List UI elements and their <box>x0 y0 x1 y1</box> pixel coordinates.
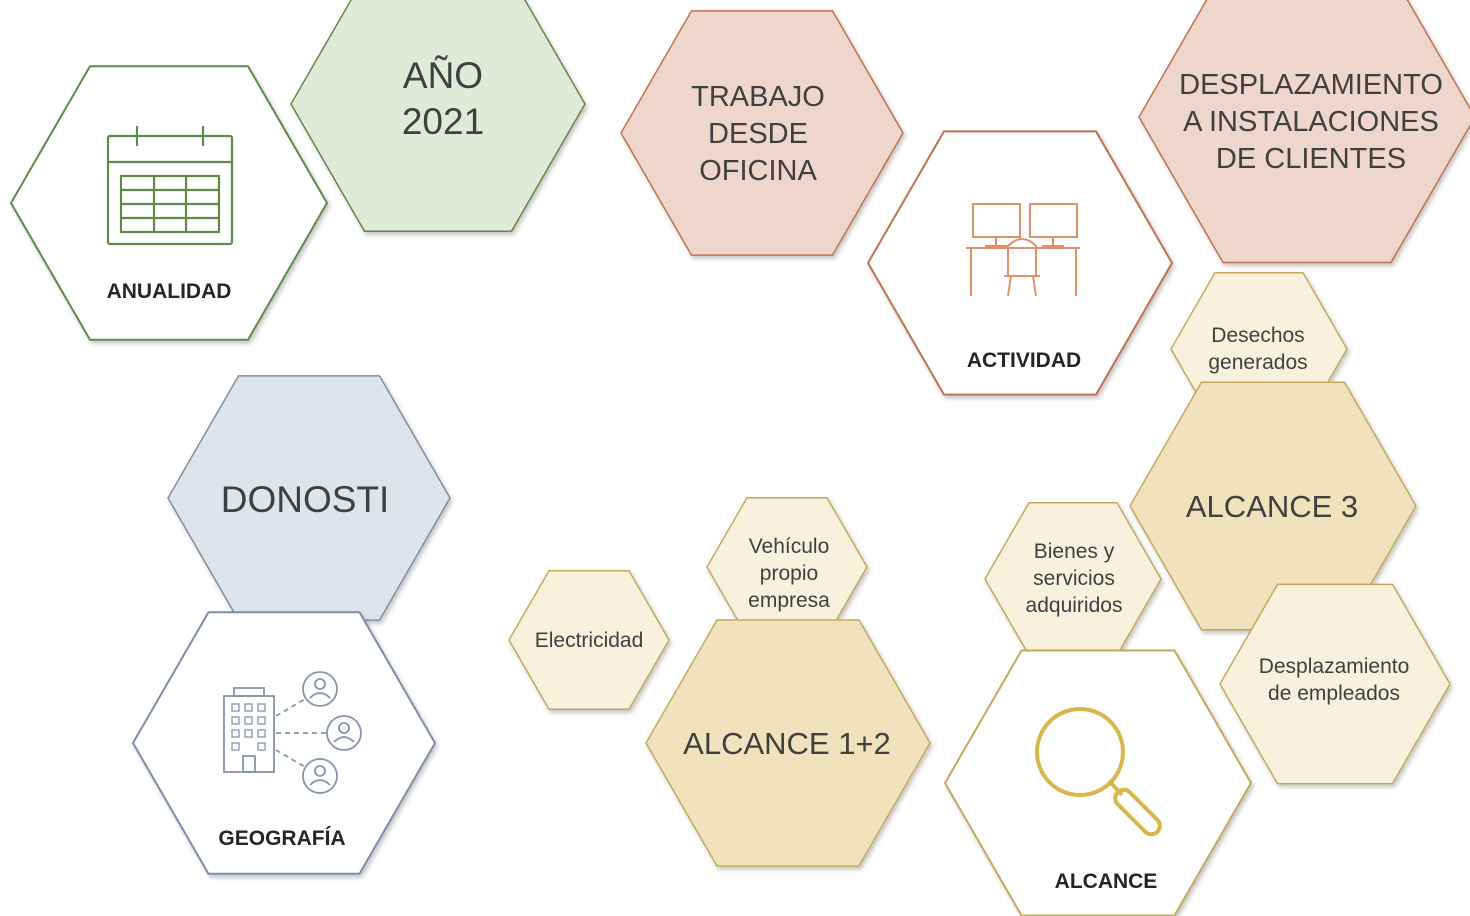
desplazamiento-empleados-text: Desplazamiento de empleados <box>1259 655 1410 705</box>
vehiculo-propio-text-line: Vehículo <box>749 535 830 558</box>
trabajo-desde-oficina-text-line: OFICINA <box>699 155 817 187</box>
actividad-label: ACTIVIDAD <box>967 349 1081 372</box>
trabajo-desde-oficina-text-line: DESDE <box>708 118 808 150</box>
bienes-servicios-text-line: servicios <box>1033 567 1115 590</box>
hex-desplazamiento-empleados <box>1219 583 1451 785</box>
calendar-icon <box>106 126 234 246</box>
vehiculo-propio-text: Vehículo propio empresa <box>748 535 830 612</box>
bienes-servicios-text-line: Bienes y <box>1034 540 1115 563</box>
trabajo-desde-oficina-text: TRABAJO DESDE OFICINA <box>691 81 825 187</box>
magnifier-icon <box>1035 707 1162 837</box>
hex-actividad <box>866 130 1174 396</box>
hex-ano-2021 <box>290 0 586 233</box>
bienes-servicios-text: Bienes y servicios adquiridos <box>1026 540 1123 617</box>
desplazamiento-empleados-text-line: de empleados <box>1268 682 1400 705</box>
building-network-icon <box>223 671 362 794</box>
hex-alcance3 <box>1129 381 1417 631</box>
vehiculo-propio-text-line: propio <box>760 562 818 585</box>
actividad-group: TRABAJO DESDE OFICINA DESPLAZAMIENTO A INST… <box>620 0 1470 396</box>
geografia-group: DONOSTI GEOGRAFÍA <box>131 375 451 875</box>
geografia-label: GEOGRAFÍA <box>218 827 345 850</box>
vehiculo-propio-text-line: empresa <box>748 589 830 612</box>
desplazamiento-empleados-text-line: Desplazamiento <box>1259 655 1410 678</box>
ano-2021-text: AÑO 2021 <box>402 55 484 142</box>
alcance3-text: ALCANCE 3 <box>1186 489 1358 524</box>
electricidad-text: Electricidad <box>535 629 644 652</box>
hex-alcance12 <box>645 619 931 867</box>
desplazamiento-clientes-text: DESPLAZAMIENTO A INSTALACIONES DE CLIENTES <box>1179 69 1443 175</box>
bienes-servicios-text-line: adquiridos <box>1026 594 1123 617</box>
building-windows <box>231 703 266 751</box>
ano-2021-text-line: 2021 <box>402 101 484 142</box>
office-desks-icon <box>966 203 1080 297</box>
alcance-label: ALCANCE <box>1055 870 1158 893</box>
ano-2021-text-line: AÑO <box>403 55 483 96</box>
desechos-text: Desechos generados <box>1208 324 1307 374</box>
desplazamiento-clientes-text-line: DESPLAZAMIENTO <box>1179 69 1443 101</box>
donosti-text: DONOSTI <box>221 479 390 520</box>
anualidad-group: ANUALIDAD AÑO 2021 <box>9 0 586 341</box>
alcance12-text: ALCANCE 1+2 <box>683 726 891 761</box>
hex-electricidad <box>508 569 670 711</box>
desplazamiento-clientes-text-line: DE CLIENTES <box>1216 143 1406 175</box>
hex-geografia <box>131 611 437 875</box>
hex-trabajo-desde-oficina <box>620 10 904 256</box>
hex-desplazamiento-clientes <box>1138 0 1470 264</box>
desechos-text-line: Desechos <box>1211 324 1304 347</box>
anualidad-label: ANUALIDAD <box>107 280 232 303</box>
alcance-group: Electricidad Vehículo propio empresa ALCAN… <box>508 272 1451 916</box>
desplazamiento-clientes-text-line: A INSTALACIONES <box>1183 106 1439 138</box>
trabajo-desde-oficina-text-line: TRABAJO <box>691 81 825 113</box>
desechos-text-line: generados <box>1208 351 1307 374</box>
electricidad-text-line: Electricidad <box>535 629 644 652</box>
